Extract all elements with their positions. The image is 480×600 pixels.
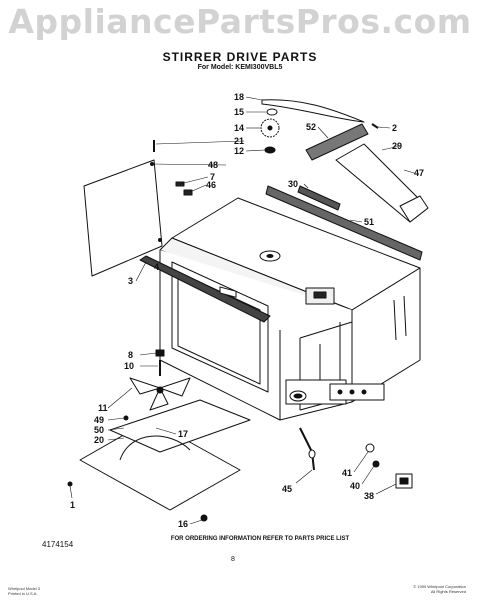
callout-40: 40 <box>350 481 360 491</box>
callout-3: 3 <box>128 276 133 286</box>
callout-38: 38 <box>364 491 374 501</box>
long-seal-strip <box>265 185 423 261</box>
ordering-note: FOR ORDERING INFORMATION REFER TO PARTS … <box>170 536 350 542</box>
top-vent-plate <box>219 286 237 298</box>
clip-46 <box>183 189 193 196</box>
grommet-41 <box>365 443 375 453</box>
nut-40 <box>372 460 380 468</box>
footer-copyright: © 1990 Whirlpool Corporation All Rights … <box>413 584 466 594</box>
callout-12: 12 <box>234 146 244 156</box>
callout-46: 46 <box>206 180 216 190</box>
grease-filter-strip <box>305 123 369 161</box>
diagram-title: STIRRER DRIVE PARTS <box>162 50 318 64</box>
callout-17: 17 <box>178 429 188 439</box>
callout-30: 30 <box>288 179 298 189</box>
callout-2: 2 <box>392 123 397 133</box>
callout-45: 45 <box>282 484 292 494</box>
page-number: 8 <box>231 556 235 563</box>
callout-10: 10 <box>124 361 134 371</box>
callout-4: 4 <box>154 262 159 272</box>
stirrer-belt <box>261 99 365 123</box>
callout-29: 29 <box>392 141 402 151</box>
callout-50: 50 <box>94 425 104 435</box>
washer-49 <box>123 415 129 421</box>
callout-21: 21 <box>234 136 244 146</box>
callout-47: 47 <box>414 168 424 178</box>
door-seal-strip <box>139 255 271 323</box>
model-subtitle: For Model: KEMI300VBL5 <box>197 64 283 71</box>
callout-18: 18 <box>234 92 244 102</box>
stirrer-bushing <box>264 146 276 154</box>
screw-16 <box>200 514 208 522</box>
motor-nut-8 <box>155 349 165 357</box>
callout-16: 16 <box>178 519 188 529</box>
document-number: 4174154 <box>42 540 74 549</box>
callout-49: 49 <box>94 415 104 425</box>
callout-41: 41 <box>342 468 352 478</box>
callout-52: 52 <box>306 122 316 132</box>
callout-14: 14 <box>234 123 244 133</box>
screw-2 <box>371 123 379 129</box>
watermark-text: AppliancePartsPros.com <box>8 2 472 41</box>
callout-15: 15 <box>234 107 244 117</box>
callout-8: 8 <box>128 350 133 360</box>
callout-48: 48 <box>208 160 218 170</box>
foam-strip <box>297 185 341 211</box>
footer-left-print: Whirlpool Model 3 Printed in U.S.A. <box>8 586 41 596</box>
callout-20: 20 <box>94 435 104 445</box>
screw-1 <box>67 481 73 487</box>
callout-51: 51 <box>364 217 374 227</box>
fan-blade <box>129 377 191 411</box>
callout-1: 1 <box>70 500 75 510</box>
left-side-panel <box>83 159 163 277</box>
power-cord-connector <box>299 427 315 471</box>
callout-7: 7 <box>210 172 215 182</box>
pulley-washer <box>266 108 278 116</box>
callout-11: 11 <box>98 403 108 413</box>
